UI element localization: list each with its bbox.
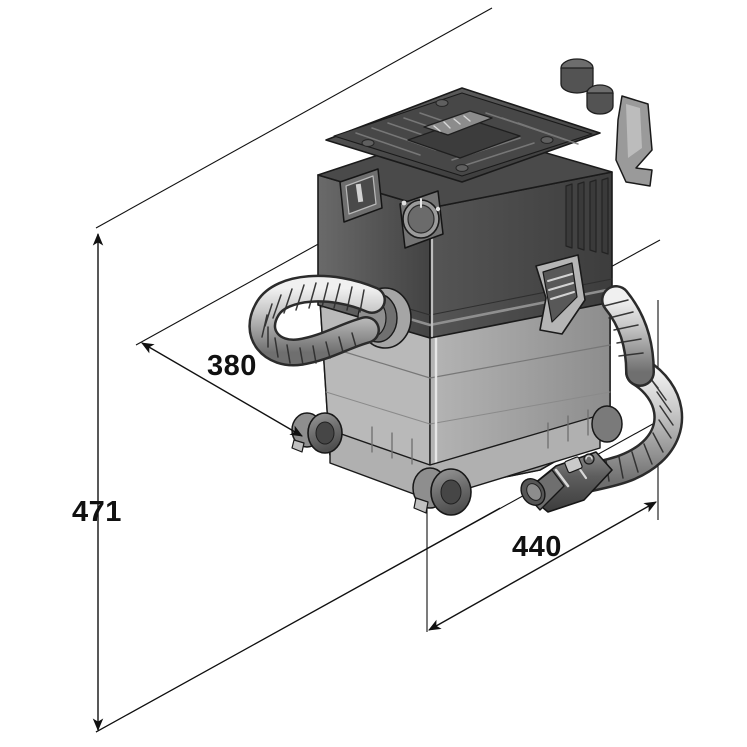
knob[interactable] <box>399 190 444 249</box>
socket[interactable] <box>339 168 383 223</box>
wheel-rear-right <box>591 405 623 443</box>
cuff <box>520 451 613 513</box>
dimension-labels: 471 380 440 <box>72 350 562 563</box>
dimension-lines <box>92 232 657 732</box>
extension-line-top <box>95 7 493 229</box>
handle <box>423 110 493 136</box>
latch[interactable] <box>535 254 586 335</box>
base-skirt <box>329 409 601 501</box>
vents <box>565 177 609 255</box>
dimension-label-depth: 380 <box>207 350 257 382</box>
wheel-rear-left <box>291 412 343 454</box>
lid <box>325 87 601 183</box>
dimension-line-width <box>428 501 657 631</box>
dimension-label-width: 440 <box>512 531 562 563</box>
wheel-front <box>412 467 472 516</box>
product-illustration <box>248 58 684 516</box>
exhaust-ports <box>560 58 614 115</box>
control-panel <box>339 168 444 249</box>
dimension-label-height: 471 <box>72 496 122 528</box>
castors <box>291 405 623 516</box>
dimension-line-depth <box>141 342 303 437</box>
hook <box>615 95 653 187</box>
